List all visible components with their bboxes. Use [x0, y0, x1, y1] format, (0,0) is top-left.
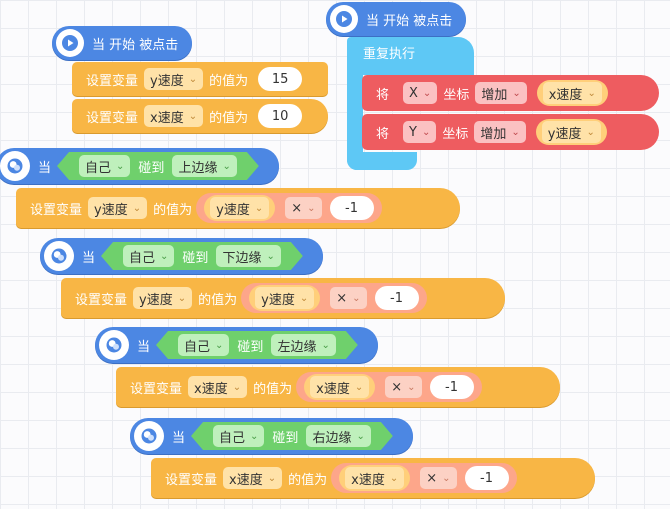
when-label: 当	[137, 339, 151, 355]
variable-dropdown[interactable]: y速度⌄	[88, 197, 148, 219]
subject-dropdown[interactable]: 自己⌄	[178, 334, 229, 356]
edge-dropdown[interactable]: 左边缘⌄	[271, 334, 335, 356]
value-is-label: 的值为	[253, 381, 293, 397]
value-is-label: 的值为	[198, 292, 238, 308]
operator-dropdown[interactable]: ×⌄	[285, 197, 322, 219]
set-variable-label: 设置变量	[86, 110, 139, 126]
forever-arm	[347, 74, 363, 170]
touch-label: 碰到	[237, 339, 264, 355]
operator-dropdown[interactable]: ×⌄	[330, 287, 367, 309]
factor-input[interactable]: -1	[329, 196, 374, 220]
hat-label: 当 开始 被点击	[366, 13, 453, 29]
collision-icon	[44, 241, 74, 271]
operator-dropdown[interactable]: ×⌄	[385, 376, 422, 398]
operator-dropdown[interactable]: ×⌄	[420, 467, 457, 489]
variable-reporter[interactable]: y速度⌄	[249, 285, 321, 311]
variable-dropdown[interactable]: x速度⌄	[144, 105, 204, 127]
value-input[interactable]: 10	[258, 104, 303, 128]
when-touching-hat[interactable]: 当 自己⌄ 碰到上边缘⌄	[0, 148, 279, 184]
set-variable-block[interactable]: 设置变量 y速度⌄ 的值为 y速度⌄ ×⌄ -1	[61, 278, 505, 318]
variable-reporter[interactable]: y速度⌄	[535, 119, 607, 145]
edge-dropdown[interactable]: 右边缘⌄	[306, 425, 370, 447]
when-label: 当	[82, 250, 96, 266]
collision-icon	[99, 330, 129, 360]
when-label: 当	[38, 160, 52, 176]
change-mode-dropdown[interactable]: 增加⌄	[474, 121, 526, 143]
change-coordinate-block[interactable]: 将 Y⌄ 坐标 增加⌄ y速度⌄	[362, 114, 659, 150]
touching-condition[interactable]: 自己⌄ 碰到左边缘⌄	[156, 331, 358, 359]
set-variable-label: 设置变量	[86, 73, 139, 89]
factor-input[interactable]: -1	[374, 286, 419, 310]
variable-dropdown[interactable]: y速度⌄	[144, 68, 204, 90]
set-variable-block[interactable]: 设置变量 x速度⌄ 的值为 x速度⌄ ×⌄ -1	[116, 367, 560, 407]
subject-dropdown[interactable]: 自己⌄	[79, 155, 130, 177]
variable-reporter[interactable]: x速度⌄	[339, 465, 411, 491]
edge-dropdown[interactable]: 上边缘⌄	[172, 155, 236, 177]
when-touching-hat[interactable]: 当 自己⌄ 碰到下边缘⌄	[40, 238, 323, 274]
multiply-operator[interactable]: x速度⌄ ×⌄ -1	[296, 372, 482, 402]
value-is-label: 的值为	[209, 73, 249, 89]
edge-dropdown[interactable]: 下边缘⌄	[216, 245, 280, 267]
value-is-label: 的值为	[288, 472, 328, 488]
set-variable-label: 设置变量	[130, 381, 183, 397]
touching-condition[interactable]: 自己⌄ 碰到右边缘⌄	[191, 422, 393, 450]
when-label: 当	[172, 430, 186, 446]
factor-input[interactable]: -1	[464, 466, 509, 490]
variable-dropdown[interactable]: x速度⌄	[188, 376, 248, 398]
multiply-operator[interactable]: y速度⌄ ×⌄ -1	[241, 283, 427, 313]
subject-dropdown[interactable]: 自己⌄	[123, 245, 174, 267]
value-is-label: 的值为	[209, 110, 249, 126]
variable-reporter[interactable]: y速度⌄	[204, 195, 276, 221]
set-variable-block[interactable]: 设置变量 y速度⌄ 的值为 y速度⌄ ×⌄ -1	[16, 188, 460, 228]
factor-input[interactable]: -1	[429, 375, 474, 399]
move-prefix-label: 将	[376, 87, 390, 103]
touch-label: 碰到	[138, 160, 165, 176]
variable-reporter[interactable]: x速度⌄	[536, 80, 608, 106]
multiply-operator[interactable]: y速度⌄ ×⌄ -1	[196, 193, 382, 223]
value-input[interactable]: 15	[258, 67, 303, 91]
flag-icon	[56, 29, 84, 57]
value-is-label: 的值为	[153, 202, 193, 218]
variable-dropdown[interactable]: y速度⌄	[133, 287, 193, 309]
subject-dropdown[interactable]: 自己⌄	[213, 425, 264, 447]
set-variable-block[interactable]: 设置变量 y速度⌄ 的值为 15	[72, 62, 328, 96]
multiply-operator[interactable]: x速度⌄ ×⌄ -1	[331, 463, 517, 493]
axis-dropdown[interactable]: Y⌄	[403, 121, 437, 143]
when-start-clicked-hat[interactable]: 当 开始 被点击	[52, 26, 193, 60]
set-variable-label: 设置变量	[75, 292, 128, 308]
move-prefix-label: 将	[376, 126, 390, 142]
set-variable-label: 设置变量	[165, 472, 218, 488]
collision-icon	[134, 421, 164, 451]
touching-condition[interactable]: 自己⌄ 碰到上边缘⌄	[57, 152, 259, 180]
variable-dropdown[interactable]: x速度⌄	[223, 467, 283, 489]
hat-label: 当 开始 被点击	[92, 37, 179, 53]
set-variable-block[interactable]: 设置变量 x速度⌄ 的值为 10	[72, 99, 328, 133]
touch-label: 碰到	[182, 250, 209, 266]
forever-block[interactable]: 重复执行	[347, 37, 474, 75]
forever-label: 重复执行	[363, 47, 416, 62]
change-mode-dropdown[interactable]: 增加⌄	[475, 82, 527, 104]
when-touching-hat[interactable]: 当 自己⌄ 碰到左边缘⌄	[95, 327, 378, 363]
flag-icon	[330, 5, 358, 33]
coordinate-label: 坐标	[443, 87, 470, 103]
forever-bottom	[347, 152, 417, 170]
coordinate-label: 坐标	[442, 126, 469, 142]
touch-label: 碰到	[272, 430, 299, 446]
change-coordinate-block[interactable]: 将 X⌄ 坐标 增加⌄ x速度⌄	[362, 75, 659, 111]
when-start-clicked-hat[interactable]: 当 开始 被点击	[326, 2, 467, 36]
variable-reporter[interactable]: x速度⌄	[304, 374, 376, 400]
collision-icon	[0, 151, 30, 181]
axis-dropdown[interactable]: X⌄	[403, 82, 438, 104]
when-touching-hat[interactable]: 当 自己⌄ 碰到右边缘⌄	[130, 418, 413, 454]
touching-condition[interactable]: 自己⌄ 碰到下边缘⌄	[101, 242, 303, 270]
set-variable-block[interactable]: 设置变量 x速度⌄ 的值为 x速度⌄ ×⌄ -1	[151, 458, 595, 498]
set-variable-label: 设置变量	[30, 202, 83, 218]
